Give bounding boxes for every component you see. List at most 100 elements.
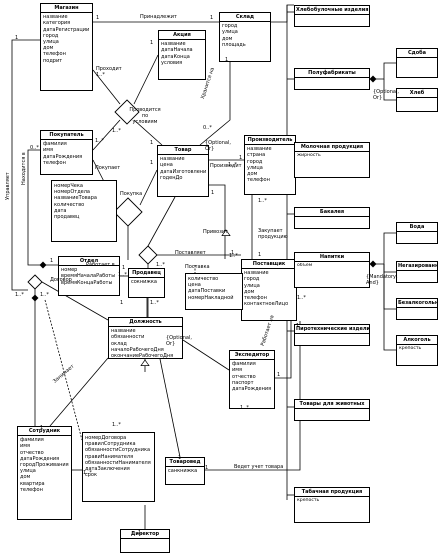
connector-line (49, 357, 109, 427)
attribute: паспорт (232, 379, 254, 386)
relationship-diamond-aktsiya (114, 99, 140, 125)
attribute: телефон (244, 295, 267, 302)
entity-title: Вода (397, 223, 437, 233)
line-prohodit (92, 69, 121, 105)
multiplicity-label: 1 (150, 40, 154, 46)
attribute: датаРождения (232, 386, 272, 393)
attribute: телефон (43, 159, 66, 166)
attribute: времяНачалаРаботы (61, 273, 116, 280)
label-prohodit: Проходит (96, 66, 122, 72)
entity-attributes: жирность (295, 152, 369, 160)
attribute: датаРождения (43, 153, 83, 160)
attribute: датаРегистрации (43, 26, 90, 33)
entity-title: Товар (158, 146, 208, 156)
attribute: сокнижка (131, 279, 157, 286)
multiplicity-label: 1 (205, 465, 209, 471)
entity-title: Продавец (129, 269, 164, 279)
attribute: фамилия (20, 437, 44, 444)
entity-category-3: Бакалея (294, 207, 370, 229)
line-upravlyaet (11, 39, 40, 291)
multiplicity-label: 0..* (203, 125, 212, 131)
label-nahoditsya: Находится в (21, 152, 27, 185)
aggregation-diamond-otdel (39, 261, 47, 269)
multiplicity-label: 1..* (112, 128, 121, 134)
entity-title: Производитель (245, 136, 295, 146)
entity-title: Сдоба (397, 49, 437, 59)
label-vedet-uchet: Ведет учет товара (234, 464, 284, 470)
multiplicity-label: 1..* (118, 272, 127, 278)
entity-title: Пиротехнические изделия (295, 325, 369, 335)
attribute: название (111, 328, 136, 335)
attribute: дом (244, 288, 255, 295)
entity-attributes (295, 334, 369, 336)
attribute: санкнижка (168, 468, 198, 475)
multiplicity-label: 1 (211, 190, 215, 196)
attribute: улица (244, 282, 260, 289)
attribute: имя (232, 367, 243, 374)
attribute: контактноеЛицо (244, 301, 289, 308)
entity-title: Склад (220, 13, 270, 23)
attribute: город (247, 158, 263, 165)
multiplicity-label: 1..* (240, 405, 249, 411)
attribute: номерНакладной (188, 294, 234, 301)
attribute: город (43, 32, 59, 39)
multiplicity-label: 1 (231, 250, 235, 256)
label-proizvodit: Производит (210, 163, 242, 169)
label-dogovor: Договор (50, 277, 72, 283)
label-disjoint-2: {Optional,Or} (373, 89, 399, 101)
attribute: номерЧека (54, 183, 83, 189)
entity-attributes (397, 232, 437, 234)
attribute: объем (297, 263, 313, 269)
line-dogovor (41, 281, 109, 321)
multiplicity-label: 1 (178, 455, 182, 461)
label-privozit: Привозит (203, 229, 229, 235)
entity-title: Хлеб (397, 89, 437, 99)
attribute: название (244, 270, 269, 277)
entity-subcategory-3: Негазированные (396, 261, 438, 283)
connector-line (370, 232, 396, 265)
label-upravlyaet: Управляет (5, 172, 11, 200)
label-postavka: Поставка (185, 264, 210, 270)
entity-attributes: крепость (295, 497, 369, 505)
entity-attributes: санкнижка (166, 467, 204, 475)
entity-title: Алкоголь (397, 336, 437, 346)
entity-title: Товаровед (166, 458, 204, 468)
label-disjoint: {Optional,Or} (205, 140, 231, 152)
attribute: условия (161, 59, 183, 66)
attribute: дом (222, 35, 233, 42)
attribute: продавец (54, 214, 80, 221)
label-disjoint-3: {Mandatory,And} (366, 274, 398, 286)
entity-title: Директор (121, 530, 169, 540)
line-postavka-tovar (147, 196, 176, 247)
multiplicity-label: 1 (150, 160, 154, 166)
attribute: названиеТовара (54, 195, 97, 202)
multiplicity-label: 1 (150, 140, 154, 146)
multiplicity-label: 1..* (95, 138, 104, 144)
entity-attributes: сокнижка (129, 278, 164, 286)
entity-attributes: крепость (397, 345, 437, 353)
attribute: улица (20, 468, 36, 475)
generalization-tovar-icon (221, 229, 231, 236)
entity-title: Магазин (41, 4, 92, 14)
multiplicity-label: 1..* (15, 292, 24, 298)
relationship-diamond-postavka (138, 245, 158, 265)
